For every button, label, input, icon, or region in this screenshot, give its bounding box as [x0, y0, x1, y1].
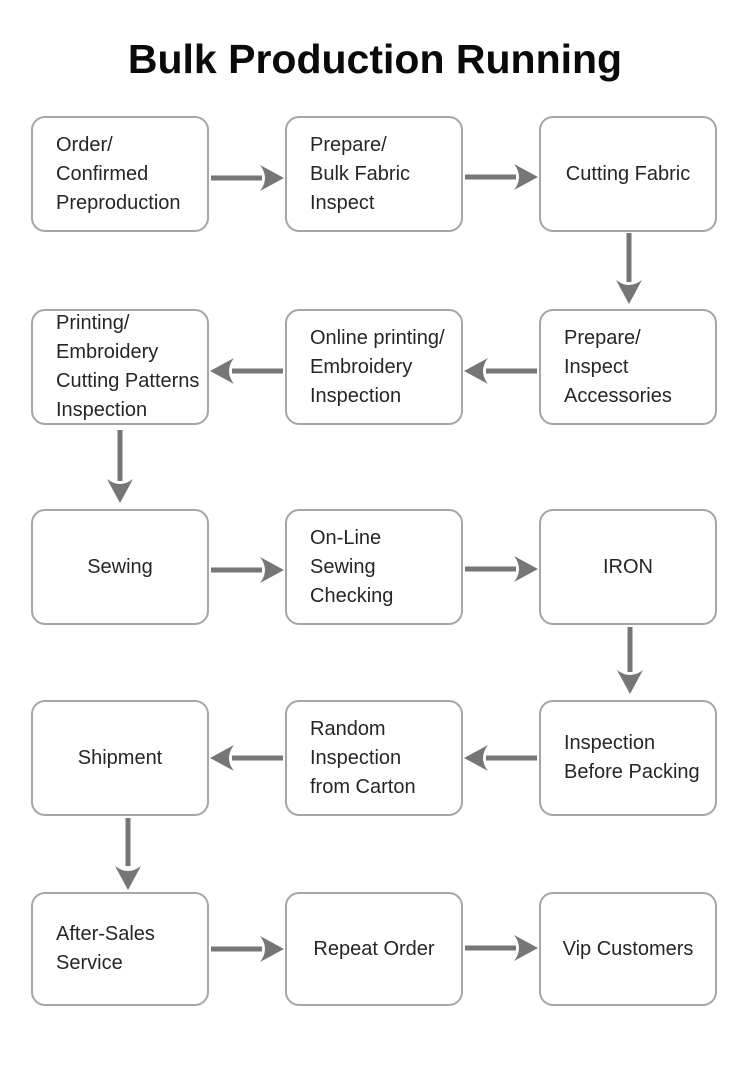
node-sewing: Sewing [31, 509, 209, 625]
node-label: Inspection Before Packing [564, 732, 700, 783]
page-title: Bulk Production Running [127, 36, 623, 82]
node-prepare-bulk-fabric-inspect: Prepare/ Bulk Fabric Inspect [285, 116, 463, 232]
node-prepare-inspect-accessories: Prepare/ Inspect Accessories [539, 309, 717, 425]
node-label: On-Line Sewing Checking [310, 526, 394, 607]
arrow-repeat-order-to-vip [465, 935, 538, 961]
node-label: Random Inspection from Carton [310, 717, 416, 798]
arrow-sewing-to-online-sewing [211, 557, 284, 583]
node-inspection-before-packing: Inspection Before Packing [539, 700, 717, 816]
arrow-online-sewing-to-iron [465, 556, 538, 582]
node-label: Prepare/ Inspect Accessories [564, 326, 672, 407]
node-label: Sewing [87, 555, 153, 578]
node-online-sewing-checking: On-Line Sewing Checking [285, 509, 463, 625]
node-printing-embroidery-cutting-patterns-inspection: Printing/ Embroidery Cutting Patterns In… [31, 309, 209, 425]
node-vip-customers: Vip Customers [539, 892, 717, 1006]
arrow-inspection-packing-to-random-inspection [464, 745, 537, 771]
arrow-prepare-fabric-to-cutting-fabric [465, 164, 538, 190]
node-repeat-order: Repeat Order [285, 892, 463, 1006]
arrow-iron-to-inspection-packing [617, 627, 643, 694]
arrow-shipment-to-after-sales [115, 818, 141, 890]
node-shipment: Shipment [31, 700, 209, 816]
node-order-confirmed-preproduction: Order/ Confirmed Preproduction [31, 116, 209, 232]
arrow-random-inspection-to-shipment [210, 745, 283, 771]
node-random-inspection-from-carton: Random Inspection from Carton [285, 700, 463, 816]
node-label: After-Sales Service [56, 923, 155, 974]
arrow-prepare-accessories-to-online-printing [464, 358, 537, 384]
arrow-order-to-prepare-fabric [211, 165, 284, 191]
arrow-after-sales-to-repeat-order [211, 936, 284, 962]
node-label: Repeat Order [313, 937, 435, 960]
node-label: Cutting Fabric [565, 162, 691, 185]
node-label: Printing/ Embroidery Cutting Patterns In… [56, 312, 200, 421]
arrow-cutting-fabric-to-prepare-accessories [616, 233, 642, 304]
arrow-online-printing-to-printing [210, 358, 283, 384]
node-label: Prepare/ Bulk Fabric Inspect [310, 133, 411, 214]
node-cutting-fabric: Cutting Fabric [539, 116, 717, 232]
node-label: Shipment [77, 746, 163, 769]
node-label: Vip Customers [562, 937, 694, 960]
node-after-sales-service: After-Sales Service [31, 892, 209, 1006]
node-online-printing-embroidery-inspection: Online printing/ Embroidery Inspection [285, 309, 463, 425]
node-iron: IRON [539, 509, 717, 625]
node-label: IRON [603, 555, 653, 578]
node-label: Order/ Confirmed Preproduction [56, 133, 181, 214]
node-label: Online printing/ Embroidery Inspection [310, 326, 445, 407]
arrow-printing-to-sewing [107, 430, 133, 503]
